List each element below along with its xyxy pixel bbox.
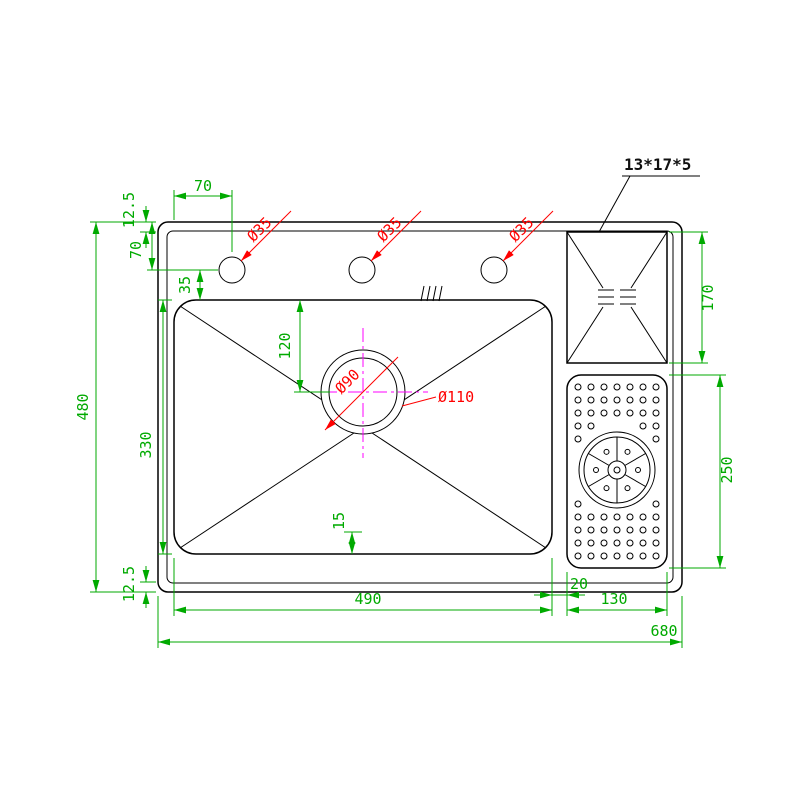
drain-flange-diameter-text: Ø110 xyxy=(438,388,474,406)
spec-label-text: 13*17*5 xyxy=(624,155,691,174)
tray-drain-slots xyxy=(598,289,636,305)
dim-rim-bottom-text: 12.5 xyxy=(120,566,138,602)
dim-basin-top-to-drain-text: 120 xyxy=(276,332,294,359)
dim-basin-bottom-mark-text: 15 xyxy=(330,512,348,530)
drain-wheel xyxy=(578,431,656,509)
sink-rim-inner-edge xyxy=(166,230,674,584)
deck-hatch-mark xyxy=(420,285,443,302)
drain-wheel-spokes xyxy=(588,437,646,503)
spec-label-leader xyxy=(598,175,631,233)
dim-deck-height-text: 70 xyxy=(127,241,145,259)
dim-overall-width-text: 680 xyxy=(650,622,677,640)
drain-inner-leader xyxy=(324,356,399,431)
dim-basin-bottom-mark: 15 xyxy=(330,512,362,554)
hole3-leader xyxy=(502,210,554,262)
dim-drainboard-width-text: 130 xyxy=(600,590,627,608)
dim-hole-to-basin: 35 xyxy=(176,270,204,300)
drain-centerlines xyxy=(298,328,428,458)
dim-basin-height-text: 330 xyxy=(137,431,155,458)
perforation-holes xyxy=(574,383,660,560)
hole1-diameter-text: Ø35 xyxy=(244,214,276,246)
dim-overall-height-text: 480 xyxy=(74,393,92,420)
drain-flange-leader xyxy=(401,396,437,407)
hole3-diameter-text: Ø35 xyxy=(506,214,538,246)
wheel-outer-circle xyxy=(578,431,656,509)
dim-tray-height-text: 170 xyxy=(699,284,717,311)
dim-overall-width: 680 xyxy=(157,596,683,648)
title-label: 13*17*5 xyxy=(598,155,700,233)
dim-basin-width-text: 490 xyxy=(354,590,381,608)
dim-drainboard-height: 250 xyxy=(669,374,736,569)
accessory-tray xyxy=(566,231,668,364)
faucet-hole-right xyxy=(480,256,508,284)
sink-outline xyxy=(157,221,683,593)
hole-diameter-annotations: Ø35 Ø35 Ø35 xyxy=(240,210,554,262)
faucet-hole-middle xyxy=(348,256,376,284)
basin-edge xyxy=(173,299,553,555)
dim-basin-top-to-drain: 120 xyxy=(276,300,330,393)
tray-edge xyxy=(566,231,668,364)
dim-rim-top-text: 12.5 xyxy=(120,192,138,228)
tray-slope-lines xyxy=(566,231,668,364)
dim-gap-text: 20 xyxy=(570,575,588,593)
hole2-leader xyxy=(370,210,422,262)
dim-basin-to-drainboard-gap: 20 xyxy=(534,572,588,616)
dim-basin-width: 490 xyxy=(173,558,553,616)
sink-outer-edge xyxy=(157,221,683,593)
dim-drainboard-height-text: 250 xyxy=(718,456,736,483)
dim-basin-height: 330 xyxy=(137,299,172,555)
hole2-diameter-text: Ø35 xyxy=(374,214,406,246)
dim-hole-offset-x-text: 70 xyxy=(194,177,212,195)
wheel-center-dot xyxy=(613,466,621,474)
drainboard xyxy=(566,374,668,569)
hole1-leader xyxy=(240,210,292,262)
dim-overall-height: 480 xyxy=(74,221,156,593)
dim-deck-height: 70 xyxy=(127,222,218,271)
dim-drainboard-width: 130 xyxy=(567,572,668,616)
faucet-hole-left xyxy=(218,256,246,284)
dim-hole-to-basin-text: 35 xyxy=(176,276,194,294)
drainboard-edge xyxy=(566,374,668,569)
faucet-holes xyxy=(218,256,508,284)
dim-tray-height: 170 xyxy=(669,231,717,364)
dim-rim-top: 12.5 xyxy=(120,192,156,248)
dim-rim-bottom: 12.5 xyxy=(120,566,156,608)
dim-hole-offset-x: 70 xyxy=(173,177,233,252)
wheel-hub-circle xyxy=(607,460,627,480)
